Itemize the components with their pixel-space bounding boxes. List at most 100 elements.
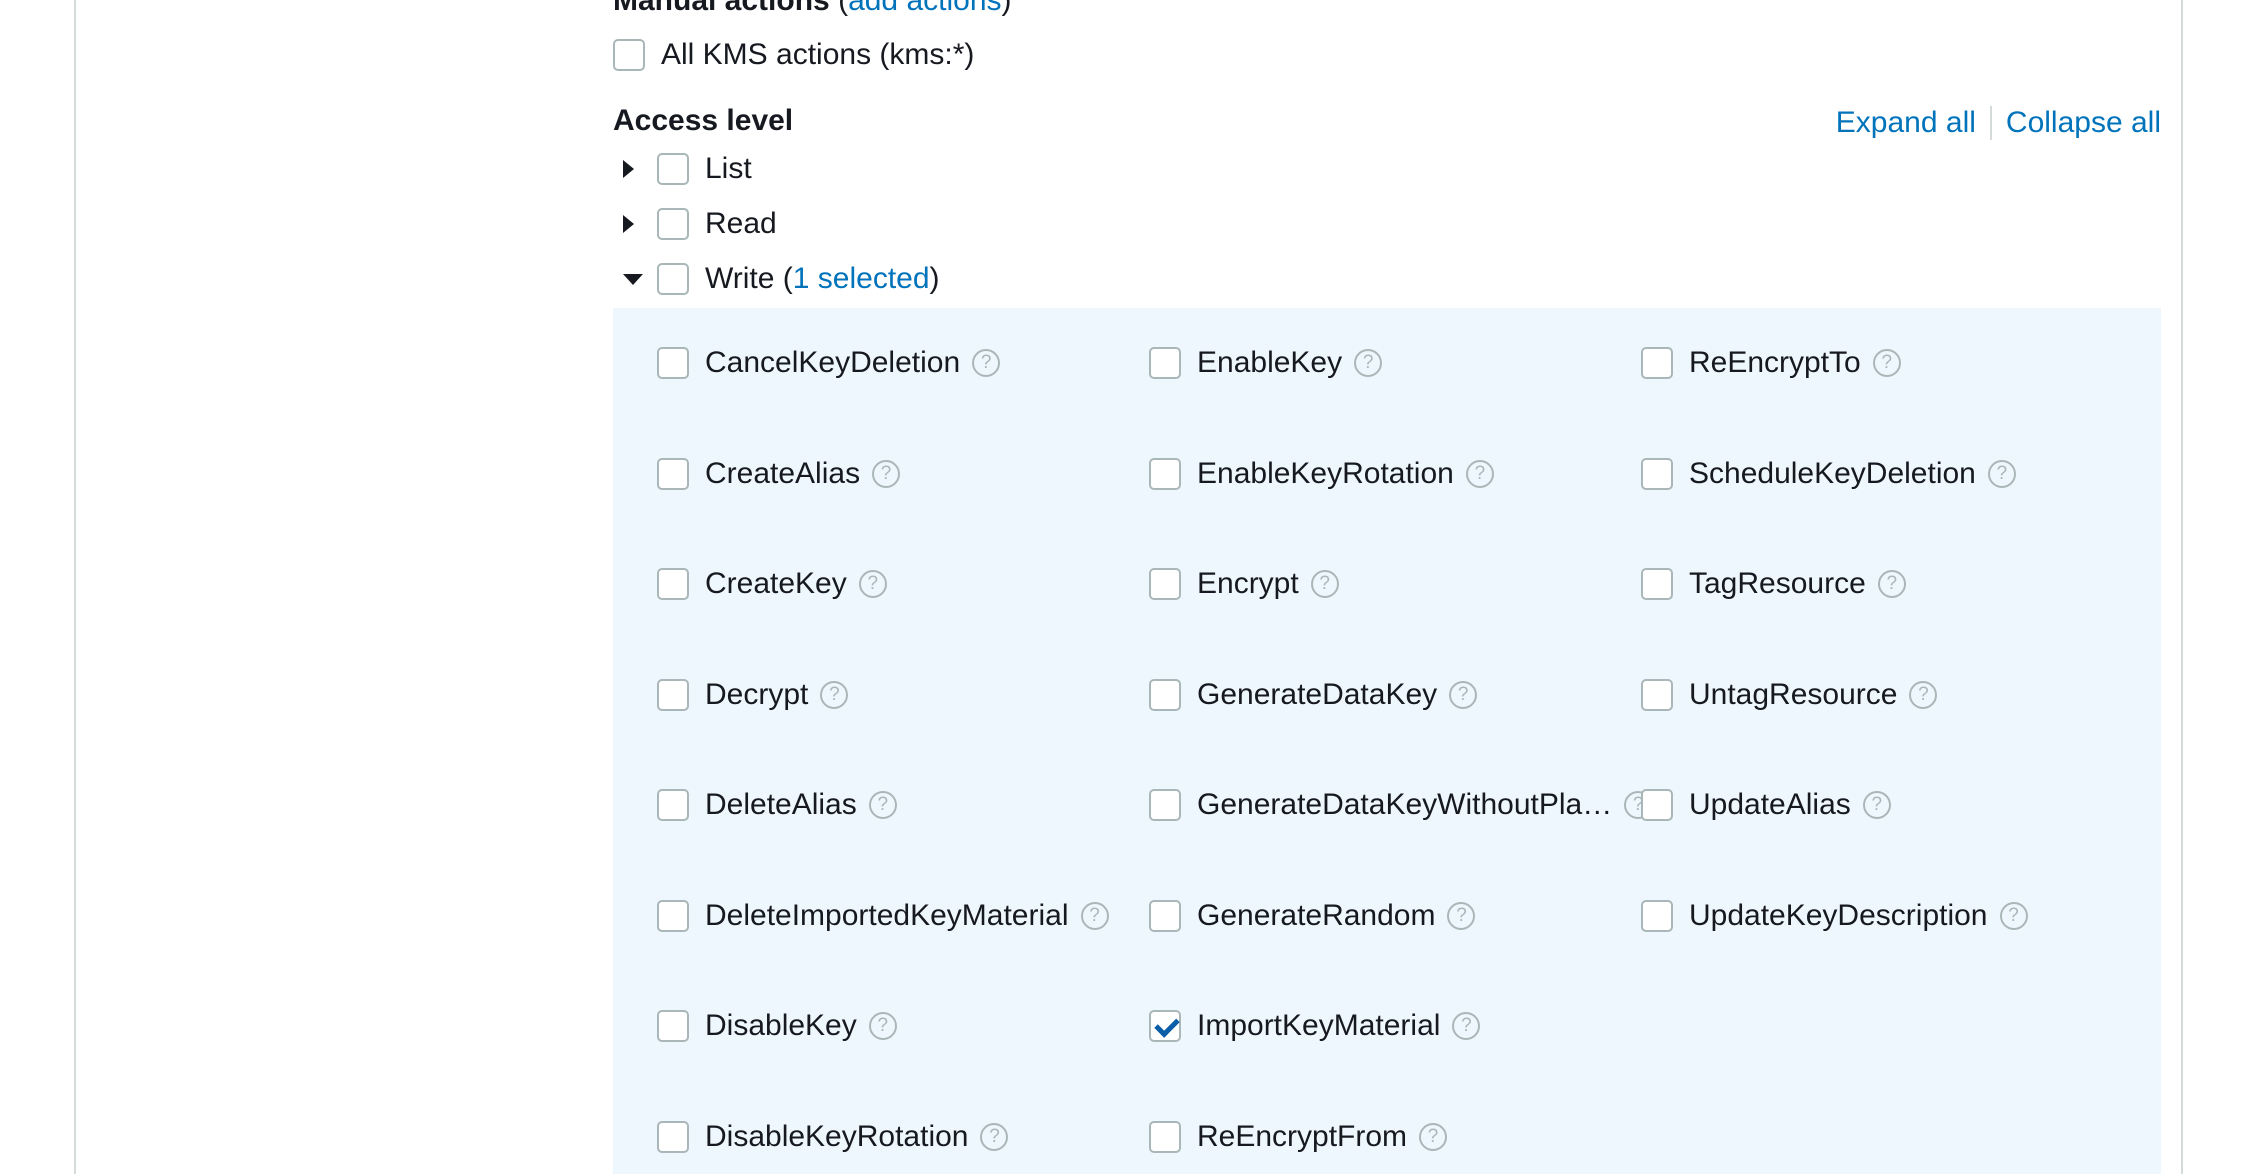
help-icon[interactable]: ? bbox=[1987, 459, 2016, 488]
action-checkbox[interactable] bbox=[1149, 1120, 1181, 1153]
action-label: CreateAlias bbox=[705, 456, 861, 490]
action-createkey[interactable]: CreateKey? bbox=[657, 567, 887, 601]
left-border bbox=[74, 0, 76, 1174]
action-label: DeleteAlias bbox=[705, 788, 857, 821]
help-icon[interactable]: ? bbox=[1310, 570, 1339, 598]
all-kms-actions-checkbox[interactable] bbox=[613, 39, 645, 71]
access-level-read[interactable]: Read bbox=[613, 207, 777, 241]
read-checkbox[interactable] bbox=[657, 208, 689, 240]
help-icon[interactable]: ? bbox=[858, 570, 887, 598]
action-tagresource[interactable]: TagResource? bbox=[1641, 567, 1906, 601]
action-reencryptfrom[interactable]: ReEncryptFrom? bbox=[1149, 1119, 1448, 1154]
action-checkbox[interactable] bbox=[1149, 899, 1181, 932]
action-checkbox[interactable] bbox=[1641, 678, 1673, 711]
help-icon[interactable]: ? bbox=[820, 680, 849, 709]
action-createalias[interactable]: CreateAlias? bbox=[657, 456, 901, 491]
access-level-list[interactable]: List bbox=[613, 152, 752, 186]
action-checkbox[interactable] bbox=[657, 1010, 689, 1042]
action-checkbox[interactable] bbox=[1641, 347, 1673, 379]
expand-all-link[interactable]: Expand all bbox=[1835, 106, 1976, 139]
action-checkbox[interactable] bbox=[1641, 789, 1673, 821]
help-icon[interactable]: ? bbox=[1452, 1012, 1481, 1040]
action-checkbox[interactable] bbox=[1641, 899, 1673, 932]
help-icon[interactable]: ? bbox=[1872, 349, 1901, 377]
action-checkbox[interactable] bbox=[657, 1120, 689, 1153]
help-icon[interactable]: ? bbox=[1447, 901, 1476, 930]
action-checkbox[interactable] bbox=[1149, 789, 1181, 821]
action-checkbox[interactable] bbox=[657, 457, 689, 490]
access-level-title: Access level bbox=[613, 104, 794, 137]
action-checkbox[interactable] bbox=[1641, 457, 1673, 490]
action-deleteimportedkeymaterial[interactable]: DeleteImportedKeyMaterial? bbox=[657, 899, 1109, 933]
action-untagresource[interactable]: UntagResource? bbox=[1641, 678, 1938, 712]
action-generatedatakey[interactable]: GenerateDataKey? bbox=[1149, 678, 1478, 712]
action-disablekeyrotation[interactable]: DisableKeyRotation? bbox=[657, 1120, 1009, 1154]
action-checkbox[interactable] bbox=[1149, 347, 1181, 379]
list-label: List bbox=[705, 152, 752, 185]
action-importkeymaterial[interactable]: ImportKeyMaterial? bbox=[1149, 1009, 1481, 1043]
action-updatekeydescription[interactable]: UpdateKeyDescription? bbox=[1641, 899, 2028, 933]
help-icon[interactable]: ? bbox=[1862, 791, 1891, 819]
help-icon[interactable]: ? bbox=[1080, 901, 1109, 930]
help-icon[interactable]: ? bbox=[1419, 1122, 1448, 1151]
kms-actions-panel: Manual actions (add actions) All KMS act… bbox=[613, 0, 2161, 1174]
action-checkbox[interactable] bbox=[657, 568, 689, 600]
action-label: ReEncryptFrom bbox=[1197, 1119, 1408, 1153]
action-checkbox[interactable] bbox=[1641, 568, 1673, 600]
help-icon[interactable]: ? bbox=[1909, 680, 1938, 709]
help-icon[interactable]: ? bbox=[972, 349, 1001, 377]
manual-actions-title: Manual actions bbox=[613, 0, 830, 17]
action-disablekey[interactable]: DisableKey? bbox=[657, 1009, 897, 1043]
action-reencryptto[interactable]: ReEncryptTo? bbox=[1641, 346, 1901, 380]
action-checkbox[interactable] bbox=[657, 789, 689, 821]
action-enablekeyrotation[interactable]: EnableKeyRotation? bbox=[1149, 457, 1494, 491]
collapse-all-link[interactable]: Collapse all bbox=[2005, 106, 2161, 139]
all-kms-actions-label: All KMS actions (kms:*) bbox=[661, 38, 975, 71]
action-deletealias[interactable]: DeleteAlias? bbox=[657, 788, 897, 822]
help-icon[interactable]: ? bbox=[1999, 901, 2028, 930]
help-icon[interactable]: ? bbox=[868, 791, 897, 819]
write-checkbox[interactable] bbox=[657, 263, 689, 295]
caret-right-icon[interactable] bbox=[613, 160, 657, 178]
action-checkbox[interactable] bbox=[657, 347, 689, 379]
action-label: DisableKey bbox=[705, 1009, 857, 1042]
action-encrypt[interactable]: Encrypt? bbox=[1149, 567, 1339, 601]
action-label: CreateKey bbox=[705, 567, 847, 600]
action-checkbox[interactable] bbox=[1149, 568, 1181, 600]
caret-right-icon[interactable] bbox=[613, 215, 657, 233]
write-selected-link[interactable]: 1 selected bbox=[792, 262, 930, 295]
all-kms-actions-row[interactable]: All KMS actions (kms:*) bbox=[613, 38, 974, 72]
action-checkbox[interactable] bbox=[657, 678, 689, 711]
action-enablekey[interactable]: EnableKey? bbox=[1149, 346, 1383, 380]
read-label: Read bbox=[705, 207, 777, 240]
action-decrypt[interactable]: Decrypt? bbox=[657, 677, 849, 712]
help-icon[interactable]: ? bbox=[1465, 459, 1494, 488]
help-icon[interactable]: ? bbox=[1877, 570, 1906, 598]
paren-close: ) bbox=[1001, 0, 1012, 17]
action-cancelkeydeletion[interactable]: CancelKeyDeletion? bbox=[657, 346, 1001, 380]
help-icon[interactable]: ? bbox=[980, 1122, 1009, 1151]
add-actions-link[interactable]: add actions bbox=[848, 0, 1002, 17]
action-checkbox[interactable] bbox=[1149, 678, 1181, 711]
action-label: ScheduleKeyDeletion bbox=[1689, 456, 1976, 490]
help-icon[interactable]: ? bbox=[1449, 680, 1478, 709]
action-label: Encrypt bbox=[1197, 567, 1299, 600]
help-icon[interactable]: ? bbox=[868, 1012, 897, 1040]
action-checkbox[interactable] bbox=[1149, 1010, 1181, 1042]
action-label: Decrypt bbox=[705, 677, 809, 711]
action-label: EnableKeyRotation bbox=[1197, 456, 1454, 490]
write-actions-box: CancelKeyDeletion?CreateAlias?CreateKey?… bbox=[613, 308, 2161, 1174]
action-generaterandom[interactable]: GenerateRandom? bbox=[1149, 899, 1476, 933]
help-icon[interactable]: ? bbox=[1354, 349, 1383, 377]
caret-down-icon[interactable] bbox=[613, 273, 657, 285]
action-updatealias[interactable]: UpdateAlias? bbox=[1641, 788, 1891, 822]
action-schedulekeydeletion[interactable]: ScheduleKeyDeletion? bbox=[1641, 457, 2016, 491]
list-checkbox[interactable] bbox=[657, 153, 689, 185]
help-icon[interactable]: ? bbox=[872, 459, 901, 488]
action-generatedatakeywithoutpla[interactable]: GenerateDataKeyWithoutPla…? bbox=[1149, 788, 1653, 822]
right-border bbox=[2181, 0, 2183, 1174]
action-checkbox[interactable] bbox=[1149, 457, 1181, 490]
action-checkbox[interactable] bbox=[657, 899, 689, 932]
access-level-write[interactable]: Write (1 selected) bbox=[613, 262, 940, 296]
link-separator bbox=[1989, 106, 1992, 140]
